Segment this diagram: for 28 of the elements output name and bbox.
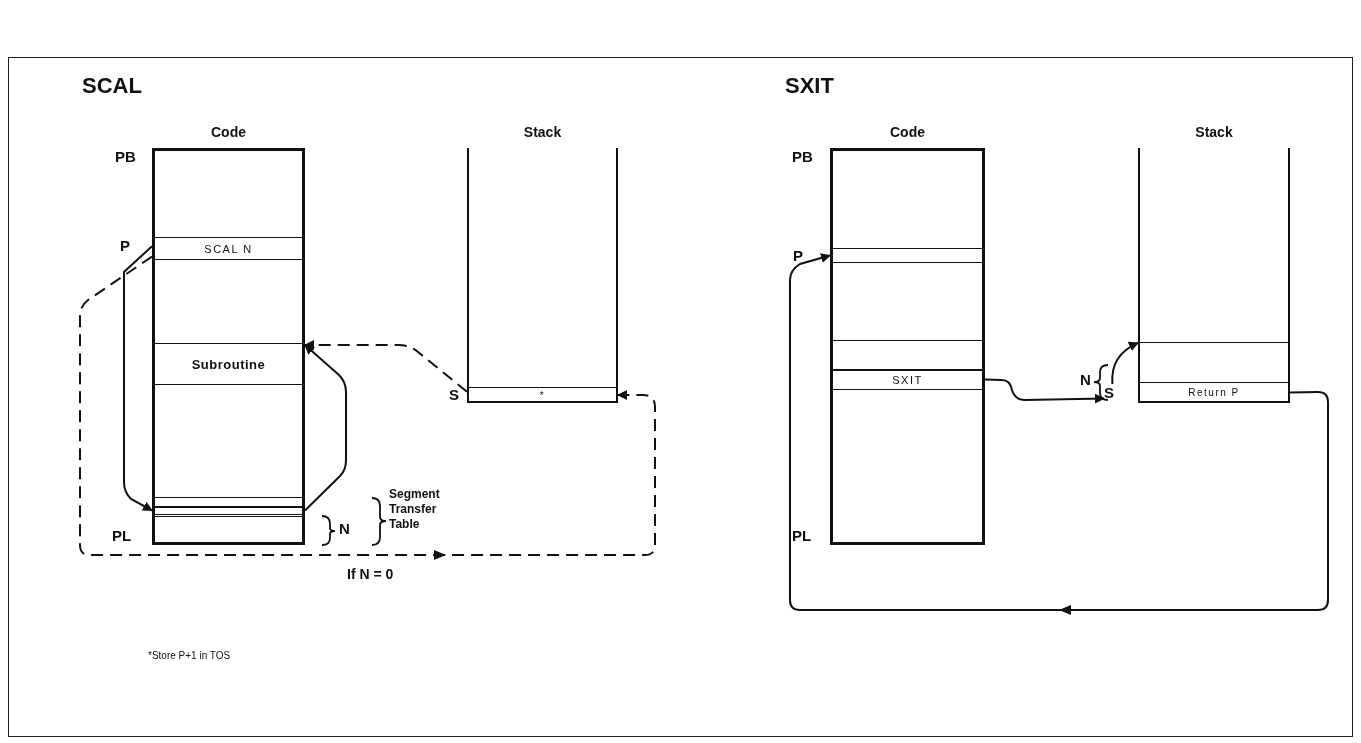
pointer-label: PB	[115, 148, 136, 165]
memory-row: SXIT	[830, 369, 985, 390]
pointer-label: P	[793, 247, 803, 264]
brace-label: Segment Transfer Table	[389, 487, 441, 532]
column-heading: Stack	[522, 124, 563, 140]
edge-label: If N = 0	[345, 566, 396, 582]
pointer-label: PB	[792, 148, 813, 165]
memory-row: Subroutine	[152, 343, 305, 385]
memory-row	[830, 248, 985, 263]
pointer-label: S	[449, 386, 459, 403]
pointer-label: S	[1104, 384, 1118, 402]
panel-title: SCAL	[82, 72, 143, 100]
footnote: *Store P+1 in TOS	[148, 650, 232, 663]
pointer-label: PL	[112, 527, 132, 544]
panel-title: SXIT	[785, 72, 835, 100]
pointer-label: P	[120, 237, 130, 254]
memory-row: Return P	[1138, 382, 1290, 403]
memory-row	[830, 340, 985, 371]
memory-row	[152, 497, 305, 508]
brace-label: N	[339, 520, 351, 539]
column-heading: Code	[889, 124, 926, 140]
column-heading: Code	[210, 124, 247, 140]
brace-label: N	[1080, 371, 1092, 390]
memory-row: SCAL N	[152, 237, 305, 260]
column-heading: Stack	[1194, 124, 1234, 140]
memory-row: *	[467, 387, 618, 403]
pointer-label: PL	[792, 527, 812, 544]
memory-row	[152, 506, 305, 515]
